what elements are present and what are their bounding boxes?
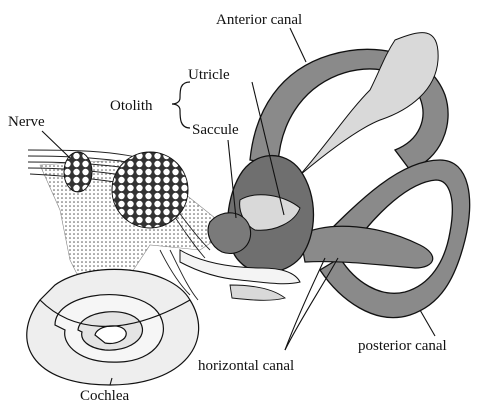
label-saccule: Saccule [192, 122, 239, 138]
horizontal-canal-leader [285, 258, 338, 350]
label-posterior-canal: posterior canal [358, 338, 447, 354]
label-cochlea: Cochlea [80, 388, 129, 404]
ganglion-small [64, 152, 92, 192]
label-otolith: Otolith [110, 98, 153, 114]
otolith-brace [172, 82, 190, 128]
saccule [208, 213, 251, 254]
ganglion-large [112, 152, 188, 228]
horizontal-canal-leader-2 [285, 258, 325, 350]
label-anterior-canal: Anterior canal [216, 12, 302, 28]
horizontal-canal [300, 226, 433, 268]
posterior-canal-leader [420, 310, 435, 336]
label-nerve: Nerve [8, 114, 45, 130]
cochlea [27, 269, 199, 385]
label-horizontal-canal: horizontal canal [198, 358, 294, 374]
cochlear-duct-link [230, 285, 285, 300]
nerve-leader [42, 131, 70, 158]
label-utricle: Utricle [188, 67, 230, 83]
anterior-canal-leader [290, 28, 306, 62]
